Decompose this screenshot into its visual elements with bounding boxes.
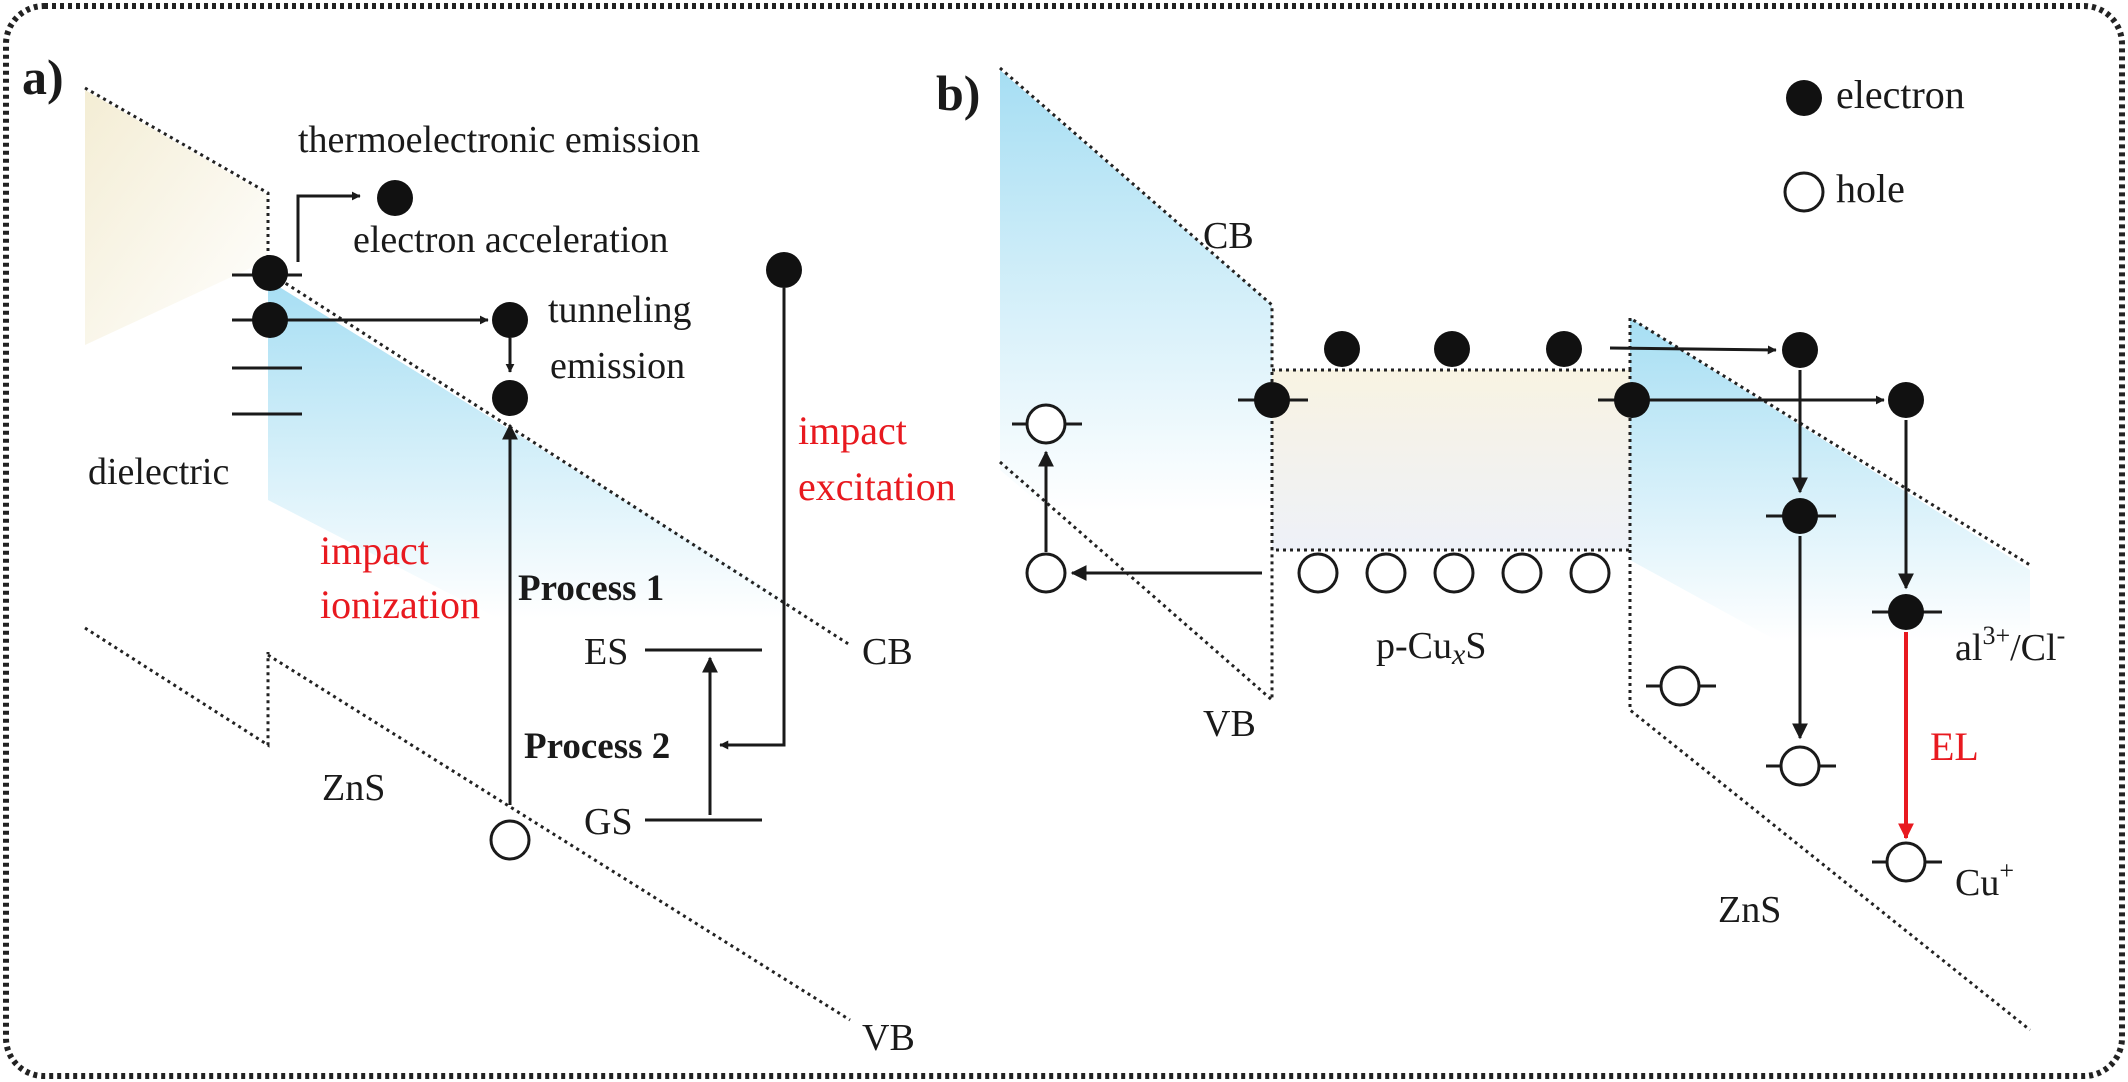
el-label: EL	[1930, 724, 1979, 769]
electron-cus-1	[1324, 331, 1360, 367]
electron-hot	[766, 252, 802, 288]
vb-edge-a	[267, 653, 851, 1022]
electron-cb-b-2	[1888, 382, 1924, 418]
al-cl-label: al3+/Cl-	[1955, 621, 2065, 669]
vb-label-b: VB	[1203, 703, 1256, 745]
thermo-arrow	[296, 191, 361, 262]
zns-label-b: ZnS	[1718, 889, 1781, 931]
electron-trap-2	[252, 302, 288, 338]
electron-interface-left	[1254, 382, 1290, 418]
gs-label: GS	[584, 801, 633, 843]
legend-electron-label: electron	[1836, 72, 1965, 117]
hole-cus-3	[1433, 552, 1475, 594]
process1-label: Process 1	[518, 568, 664, 609]
panel-a: a) thermoelectronic emission electron ac…	[22, 49, 956, 1059]
electron-interface-right	[1614, 382, 1650, 418]
electron-cus-2	[1434, 331, 1470, 367]
dielectric-label: dielectric	[88, 451, 229, 493]
hole-left-high	[1025, 403, 1067, 445]
hole-cus-4	[1501, 552, 1543, 594]
zns-label-a: ZnS	[322, 767, 385, 809]
legend-electron-icon	[1786, 80, 1822, 116]
hole-cus-2	[1365, 552, 1407, 594]
cu-label: Cu+	[1955, 856, 2014, 904]
hole-b-2	[1659, 665, 1701, 707]
injection-arrow-upper	[1609, 345, 1777, 355]
hole-vb-a	[489, 819, 531, 861]
electron-cb-b-1	[1782, 332, 1818, 368]
dielectric-cb-edge	[84, 86, 270, 270]
cb-label-a: CB	[862, 631, 913, 673]
electron-cus-3	[1546, 331, 1582, 367]
hole-cus-1	[1297, 552, 1339, 594]
cb-label-b: CB	[1203, 215, 1254, 257]
panel-b: electron hole b) CB VB p-CuxS al3+/Cl- E…	[936, 65, 2065, 1032]
panel-a-label: a)	[22, 49, 64, 105]
hole-b-1	[1779, 745, 1821, 787]
cb-edge-b-right	[1628, 315, 2031, 567]
legend-hole-icon	[1783, 171, 1825, 213]
vb-label-a: VB	[862, 1017, 915, 1059]
thermo-label: thermoelectronic emission	[298, 119, 700, 161]
impact-ionization-label-2: ionization	[320, 582, 480, 627]
zns-band-region-b-right	[1630, 318, 2030, 780]
electron-cb-a	[492, 380, 528, 416]
legend-hole-label: hole	[1836, 166, 1905, 211]
impact-excitation-arrow	[719, 288, 786, 750]
impact-excitation-label-1: impact	[798, 408, 907, 453]
electron-tunneled	[492, 302, 528, 338]
impact-ionization-label-1: impact	[320, 528, 429, 573]
acceleration-label: electron acceleration	[353, 219, 668, 261]
pcus-label: p-CuxS	[1376, 625, 1486, 671]
electron-emitted	[377, 180, 413, 216]
vb-edge-b-left	[999, 460, 1274, 704]
outer-frame	[3, 3, 2125, 1079]
electron-trap-1	[252, 255, 288, 291]
hole-left-low	[1025, 552, 1067, 594]
zns-band-region-b-left	[1000, 70, 1272, 700]
dielectric-region	[85, 90, 268, 345]
emission-label: emission	[550, 345, 685, 387]
dielectric-vb-edge	[84, 626, 270, 748]
pcus-region	[1270, 368, 1632, 552]
hole-cus-5	[1569, 552, 1611, 594]
electron-donor	[1888, 594, 1924, 630]
es-label: ES	[584, 631, 628, 673]
electron-trap-b-1	[1782, 498, 1818, 534]
impact-excitation-label-2: excitation	[798, 464, 956, 509]
cb-edge-a	[267, 270, 851, 647]
hole-acceptor	[1885, 841, 1927, 883]
tunneling-label: tunneling	[548, 289, 692, 331]
process2-label: Process 2	[524, 726, 670, 767]
cb-edge-b-left	[999, 66, 1274, 370]
panel-b-label: b)	[936, 65, 980, 121]
